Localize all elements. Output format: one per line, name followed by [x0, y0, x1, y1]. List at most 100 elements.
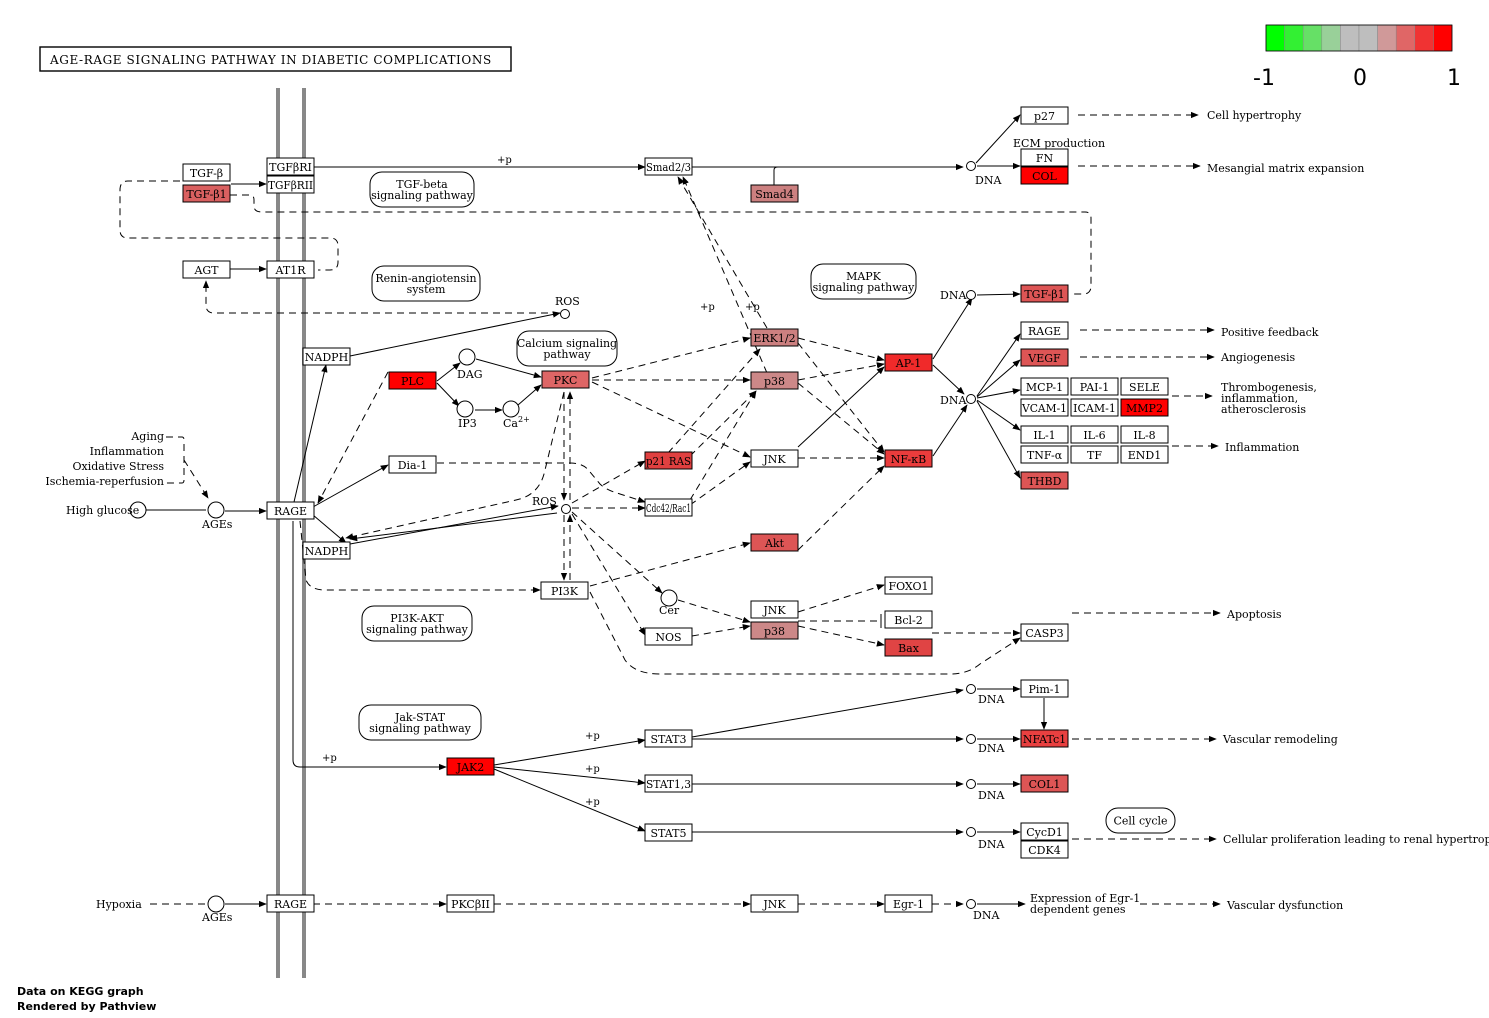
outcome-thrombogenesis: inflammation,	[1221, 392, 1298, 405]
gene-sele[interactable]: SELE	[1120, 377, 1169, 396]
gene-jnk2[interactable]: JNK	[750, 600, 799, 619]
outcome-vascular-remodeling: Vascular remodeling	[1222, 733, 1338, 746]
legend-max-label: 1	[1447, 66, 1461, 91]
gene-plc[interactable]: PLC	[388, 371, 437, 390]
gene-label: VEGF	[1027, 352, 1061, 365]
dna-compound	[966, 899, 976, 909]
gene-label: RAGE	[274, 505, 307, 518]
gene-p27[interactable]: p27	[1020, 106, 1069, 125]
high-glucose-label: High glucose	[66, 504, 139, 517]
dna-compound	[966, 684, 976, 694]
gene-label: CDK4	[1028, 844, 1060, 857]
gene-erk[interactable]: ERK1/2	[750, 328, 799, 347]
legend-color-cell	[1377, 24, 1397, 52]
gene-label: TGF-β1	[1024, 288, 1064, 301]
ip3-compound	[456, 400, 474, 418]
gene-label: TGF-β1	[186, 188, 226, 201]
ages-label: AGEs	[201, 911, 233, 924]
gene-jnk1[interactable]: JNK	[750, 449, 799, 468]
gene-fn[interactable]: FN	[1020, 148, 1069, 167]
legend-color-cell	[1433, 24, 1453, 52]
legend-color-cell	[1395, 24, 1416, 52]
gene-cdk4[interactable]: CDK4	[1020, 840, 1069, 859]
outcome-thrombogenesis: atherosclerosis	[1221, 403, 1306, 416]
dna-label: DNA	[975, 174, 1002, 187]
gene-jak2[interactable]: JAK2	[446, 757, 495, 776]
gene-pkcb2[interactable]: PKCβII	[446, 894, 495, 913]
gene-tgfb1b[interactable]: TGF-β1	[1020, 284, 1069, 303]
gene-mcp1[interactable]: MCP-1	[1020, 377, 1069, 396]
gene-nos[interactable]: NOS	[644, 627, 693, 646]
gene-casp3[interactable]: CASP3	[1020, 623, 1069, 642]
gene-tgfb1[interactable]: TGF-β1	[182, 184, 231, 203]
gene-bax[interactable]: Bax	[884, 638, 933, 657]
gene-stat5[interactable]: STAT5	[644, 823, 693, 842]
gene-p21ras[interactable]: p21 RAS	[644, 451, 693, 470]
gene-egr1[interactable]: Egr-1	[884, 894, 933, 913]
gene-at1r[interactable]: AT1R	[266, 260, 315, 279]
gene-pim1[interactable]: Pim-1	[1020, 679, 1069, 698]
gene-stat13[interactable]: STAT1,3	[644, 774, 693, 793]
gene-thbd[interactable]: THBD	[1020, 471, 1069, 490]
gene-label: PI3K	[551, 585, 579, 598]
gene-icam1[interactable]: ICAM-1	[1070, 398, 1119, 417]
gene-vegf[interactable]: VEGF	[1020, 348, 1069, 367]
gene-il6[interactable]: IL-6	[1070, 425, 1119, 444]
dna-label: DNA	[973, 909, 1000, 922]
gene-bcl2[interactable]: Bcl-2	[884, 610, 933, 629]
gene-rage1[interactable]: RAGE	[266, 501, 315, 520]
gene-il8[interactable]: IL-8	[1120, 425, 1169, 444]
gene-nfkb[interactable]: NF-κB	[884, 449, 933, 468]
gene-col[interactable]: COL	[1020, 166, 1069, 185]
gene-cycd1[interactable]: CycD1	[1020, 822, 1069, 841]
gene-tgfbr1[interactable]: TGFβRI	[266, 157, 315, 176]
gene-foxo1[interactable]: FOXO1	[884, 576, 933, 595]
ceramide-label: Cer	[659, 604, 680, 617]
gene-vcam1[interactable]: VCAM-1	[1020, 398, 1069, 417]
gene-label: Pim-1	[1028, 683, 1060, 696]
gene-agt[interactable]: AGT	[182, 260, 231, 279]
gene-tgfb[interactable]: TGF-β	[182, 163, 231, 182]
gene-pi3k[interactable]: PI3K	[540, 581, 589, 600]
gene-tnfa[interactable]: TNF-α	[1020, 445, 1069, 464]
gene-smad23[interactable]: Smad2/3	[644, 157, 693, 176]
gene-p38a[interactable]: p38	[750, 371, 799, 390]
gene-jnk3[interactable]: JNK	[750, 894, 799, 913]
gene-label: TGFβRI	[269, 161, 312, 174]
pathway-link-cellcycle[interactable]: Cell cycle	[1105, 807, 1176, 834]
gene-nadph2[interactable]: NADPH	[302, 541, 351, 560]
gene-stat3[interactable]: STAT3	[644, 729, 693, 748]
pathway-label: MAPK	[846, 270, 882, 283]
gene-akt[interactable]: Akt	[750, 533, 799, 552]
dag-compound	[458, 348, 476, 366]
gene-smad4[interactable]: Smad4	[750, 184, 799, 203]
gene-label: TGFβRII	[268, 179, 313, 192]
gene-rage3[interactable]: RAGE	[1020, 321, 1069, 340]
dna-compound	[966, 161, 976, 171]
gene-nfatc1[interactable]: NFATc1	[1020, 729, 1069, 748]
gene-tgfbr2[interactable]: TGFβRII	[266, 175, 315, 194]
gene-tf[interactable]: TF	[1070, 445, 1119, 464]
gene-ap1[interactable]: AP-1	[884, 353, 933, 372]
gene-p38b[interactable]: p38	[750, 621, 799, 640]
gene-pkc[interactable]: PKC	[541, 370, 590, 389]
gene-nadph1[interactable]: NADPH	[302, 347, 351, 366]
gene-cdc42[interactable]: Cdc42/Rac1	[644, 498, 693, 517]
gene-label: RAGE	[274, 898, 307, 911]
pathway-label: pathway	[543, 348, 591, 361]
gene-rage2[interactable]: RAGE	[266, 894, 315, 913]
pathway-label: signaling pathway	[369, 722, 472, 735]
gene-col1[interactable]: COL1	[1020, 774, 1069, 793]
gene-end1[interactable]: END1	[1120, 445, 1169, 464]
ages-label: AGEs	[201, 518, 233, 531]
gene-dia1[interactable]: Dia-1	[388, 455, 437, 474]
gene-il1[interactable]: IL-1	[1020, 425, 1069, 444]
gene-pai1[interactable]: PAI-1	[1070, 377, 1119, 396]
gene-mmp2[interactable]: MMP2	[1120, 398, 1169, 417]
